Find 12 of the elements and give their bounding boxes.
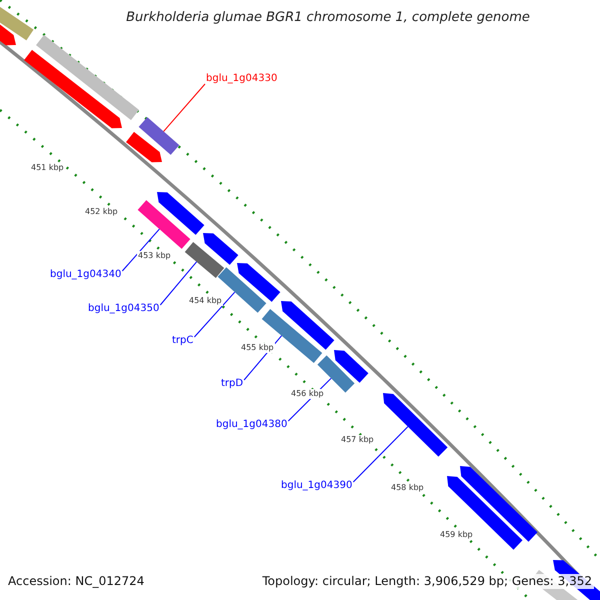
scale-label: 451 kbp — [30, 163, 65, 173]
scale-label: 458 kbp — [390, 483, 425, 493]
scale-label: 454 kbp — [188, 296, 223, 306]
scale-label: 452 kbp — [84, 207, 119, 217]
genome-summary-text: Topology: circular; Length: 3,906,529 bp; Genes: 3,352 — [260, 574, 594, 589]
scale-label: 453 kbp — [137, 251, 172, 261]
scale-label: 459 kbp — [439, 530, 474, 540]
scale-label: 457 kbp — [340, 435, 375, 445]
title: Burkholderia glumae BGR1 chromosome 1, complete genome — [125, 10, 531, 25]
accession-text: Accession: NC_012724 — [6, 574, 146, 589]
scale-label: 455 kbp — [240, 343, 275, 353]
scale-label: 456 kbp — [290, 389, 325, 399]
